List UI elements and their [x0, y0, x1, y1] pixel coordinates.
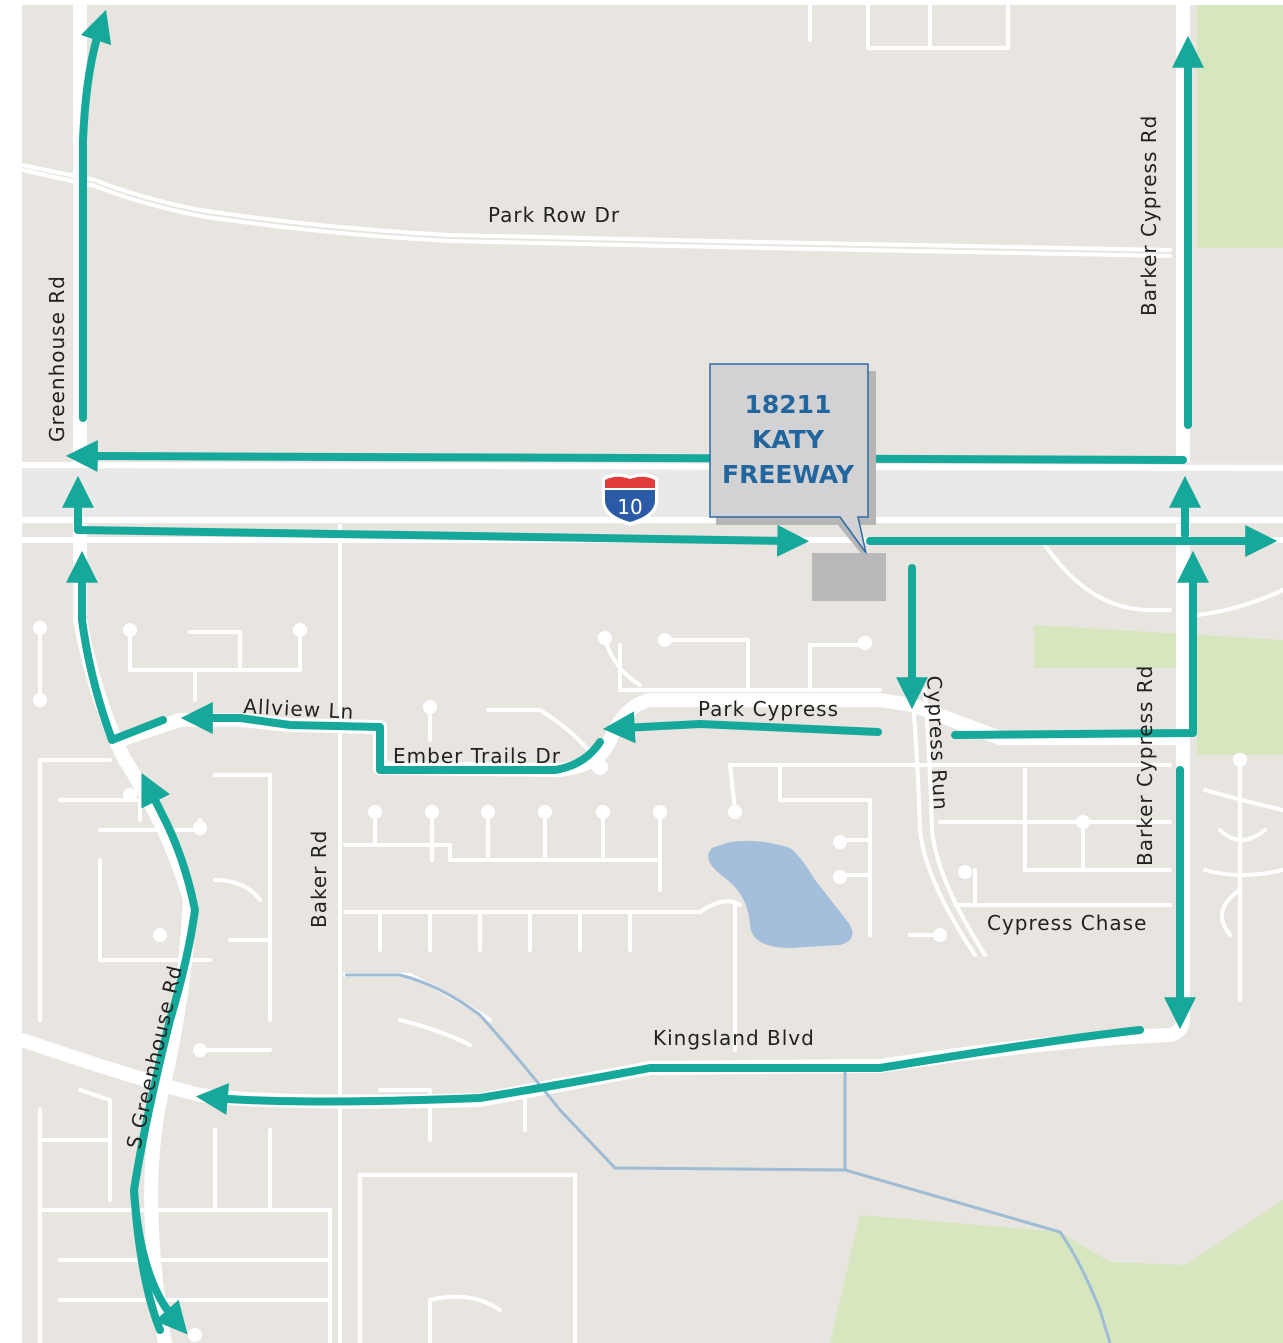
route-greenhouse-north — [79, 9, 112, 422]
route-freeway-westbound — [65, 440, 1187, 473]
route-park-cypress-west — [602, 711, 882, 744]
route-greenhouse-to-north — [66, 550, 167, 744]
label-allview-ln: Allview Ln — [243, 694, 355, 724]
route-frontage-eastbound — [74, 524, 810, 557]
street-labels: Park Row Dr Greenhouse Rd Barker Cypress… — [45, 115, 1161, 1151]
callout-line-2: KATY — [752, 425, 825, 454]
routes — [62, 9, 1278, 1335]
label-barker-cypress-rd-north: Barker Cypress Rd — [1137, 115, 1161, 316]
land-area — [22, 5, 1283, 1343]
address-callout: 18211 KATY FREEWAY — [709, 363, 876, 560]
label-park-row-dr: Park Row Dr — [488, 203, 620, 227]
route-s-greenhouse-south — [130, 1186, 188, 1335]
lake — [708, 840, 853, 948]
shield-number: 10 — [617, 495, 642, 519]
route-kingsland-west — [195, 1026, 1144, 1115]
park-southeast — [830, 1200, 1283, 1343]
callout-line-1: 18211 — [745, 390, 832, 419]
park-east-middle — [1034, 625, 1283, 755]
local-streets — [20, 3, 1283, 1343]
cul-de-sacs — [33, 621, 1247, 1342]
route-ember-allview — [180, 702, 604, 774]
label-baker-rd: Baker Rd — [307, 830, 331, 928]
label-park-cypress: Park Cypress — [698, 697, 839, 721]
building-18211-katy-freeway — [812, 553, 886, 601]
label-greenhouse-rd: Greenhouse Rd — [45, 275, 69, 442]
route-barker-middle — [951, 550, 1209, 739]
label-barker-cypress-rd-south: Barker Cypress Rd — [1133, 665, 1157, 866]
park-northeast — [1197, 5, 1283, 248]
interstate-shield-icon: 10 — [602, 473, 658, 526]
label-ember-trails-dr: Ember Trails Dr — [393, 744, 561, 768]
park-areas — [830, 5, 1283, 1343]
label-cypress-chase: Cypress Chase — [987, 911, 1147, 935]
label-kingsland-blvd: Kingsland Blvd — [653, 1026, 815, 1050]
callout-line-3: FREEWAY — [722, 460, 855, 489]
creek — [345, 973, 1112, 1343]
